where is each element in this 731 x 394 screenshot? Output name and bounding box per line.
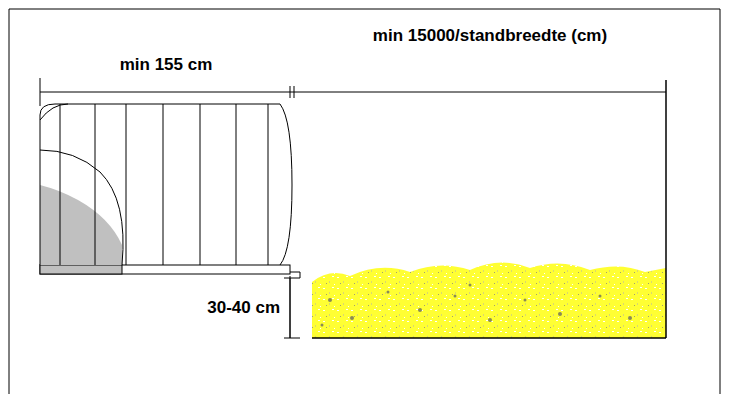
dimension-label: min 155 cm: [118, 55, 215, 75]
dimension-label: min 15000/standbreedte (cm): [371, 26, 609, 46]
dimension-line: [290, 278, 291, 338]
dimension-label: 30-40 cm: [205, 298, 282, 318]
